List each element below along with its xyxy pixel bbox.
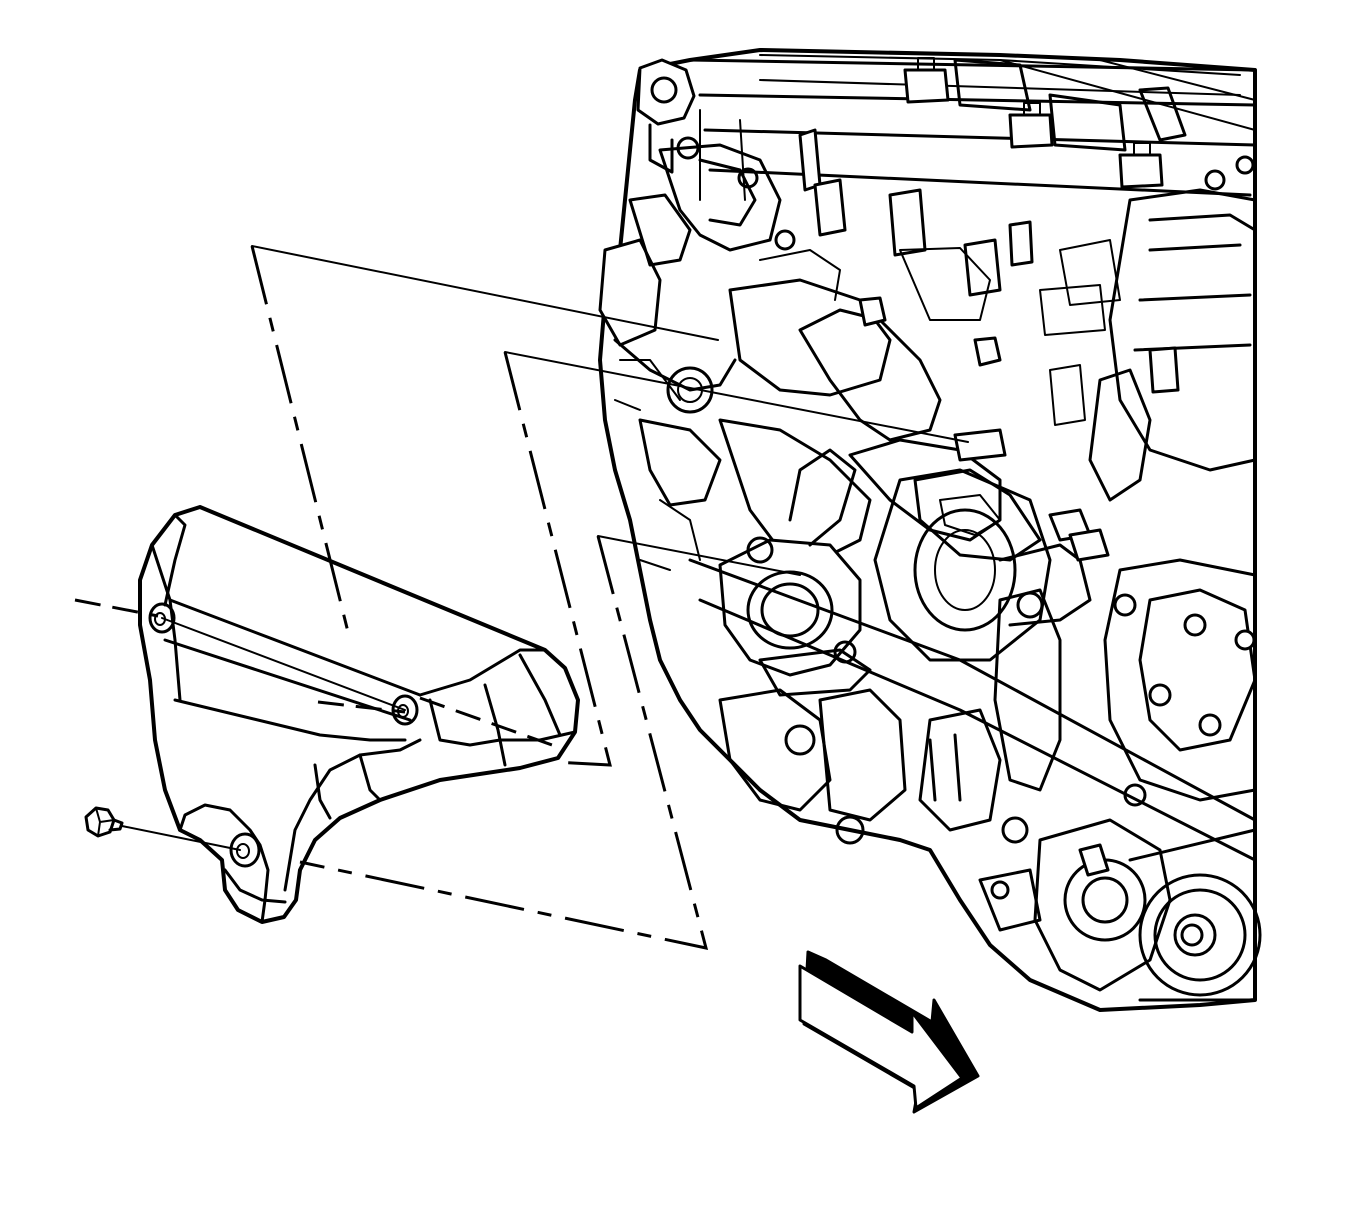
alignment-leaders — [74, 245, 969, 950]
hex-bolt — [84, 806, 124, 838]
catalytic-converter — [873, 468, 1110, 662]
direction-arrow-icon — [798, 950, 980, 1114]
timing-cover — [1088, 188, 1257, 802]
exhaust-flange — [718, 448, 862, 677]
heat-shield — [138, 505, 580, 924]
oil-pan — [688, 558, 1257, 932]
engine-detail-lines — [614, 109, 1121, 571]
intake-manifold — [658, 128, 1255, 297]
crankshaft-pulley — [1033, 818, 1262, 1002]
exhaust-manifold — [718, 278, 1042, 562]
lifting-bracket — [636, 58, 696, 174]
engine-assembly — [598, 48, 1262, 1012]
valve-cover — [688, 54, 1257, 197]
